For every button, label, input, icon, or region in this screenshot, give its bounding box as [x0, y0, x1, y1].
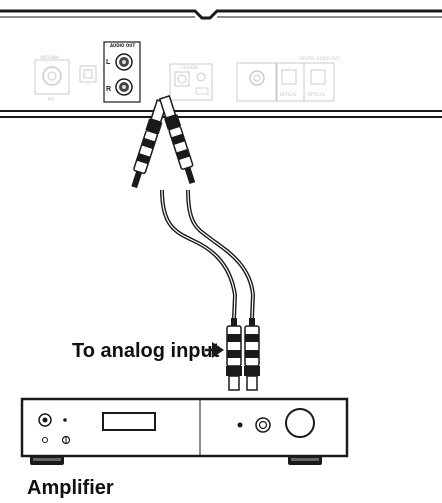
antenna-jack: ANTENNA FM	[34, 55, 70, 102]
coaxial-group: COAXIAL	[169, 63, 213, 101]
coaxial-label: COAXIAL	[181, 65, 199, 70]
digital-audio-out-label: DIGITAL AUDIO OUT	[300, 56, 340, 61]
volume-knob	[285, 408, 315, 438]
amplifier-device	[20, 397, 349, 465]
rca-plug-bottom-2	[244, 318, 260, 391]
audio-out-label: AUDIO OUT	[110, 43, 135, 48]
player-rear-panel: ANTENNA FM AUDIO OUT L R	[0, 9, 442, 118]
to-analog-input-label: To analog input	[72, 340, 220, 362]
small-port	[79, 65, 97, 83]
rca-plug-bottom-1	[226, 318, 242, 391]
indicator-dot	[63, 418, 67, 422]
amplifier-display	[102, 412, 156, 431]
rca-cable	[131, 94, 260, 391]
left-jack	[115, 53, 133, 71]
rca-plug-top-left-channel	[158, 94, 196, 184]
right-jack	[115, 78, 133, 96]
headphone-jack	[255, 417, 271, 433]
amplifier-body	[20, 397, 349, 458]
input-led	[237, 422, 243, 428]
optical-label-1: OPTICAL	[280, 92, 298, 97]
port-label-right: R	[106, 86, 111, 93]
fm-jack-label: FM	[48, 97, 54, 102]
antenna-jack-label: ANTENNA	[40, 55, 60, 60]
rca-plug-top-right-channel	[131, 99, 168, 189]
port-label-left: L	[106, 59, 111, 66]
panel-top-edge	[0, 9, 442, 20]
cable-wire-left	[186, 189, 256, 319]
audio-out-group: AUDIO OUT L R	[103, 41, 141, 103]
power-knob	[38, 413, 52, 427]
digital-audio-out-group: OPTICAL OPTICAL DIGITAL AUDIO OUT	[236, 56, 340, 102]
cable-wire-right	[160, 189, 238, 319]
optical-label-2: OPTICAL	[308, 92, 326, 97]
amplifier-label: Amplifier	[27, 477, 114, 499]
arrow-icon	[205, 342, 224, 358]
